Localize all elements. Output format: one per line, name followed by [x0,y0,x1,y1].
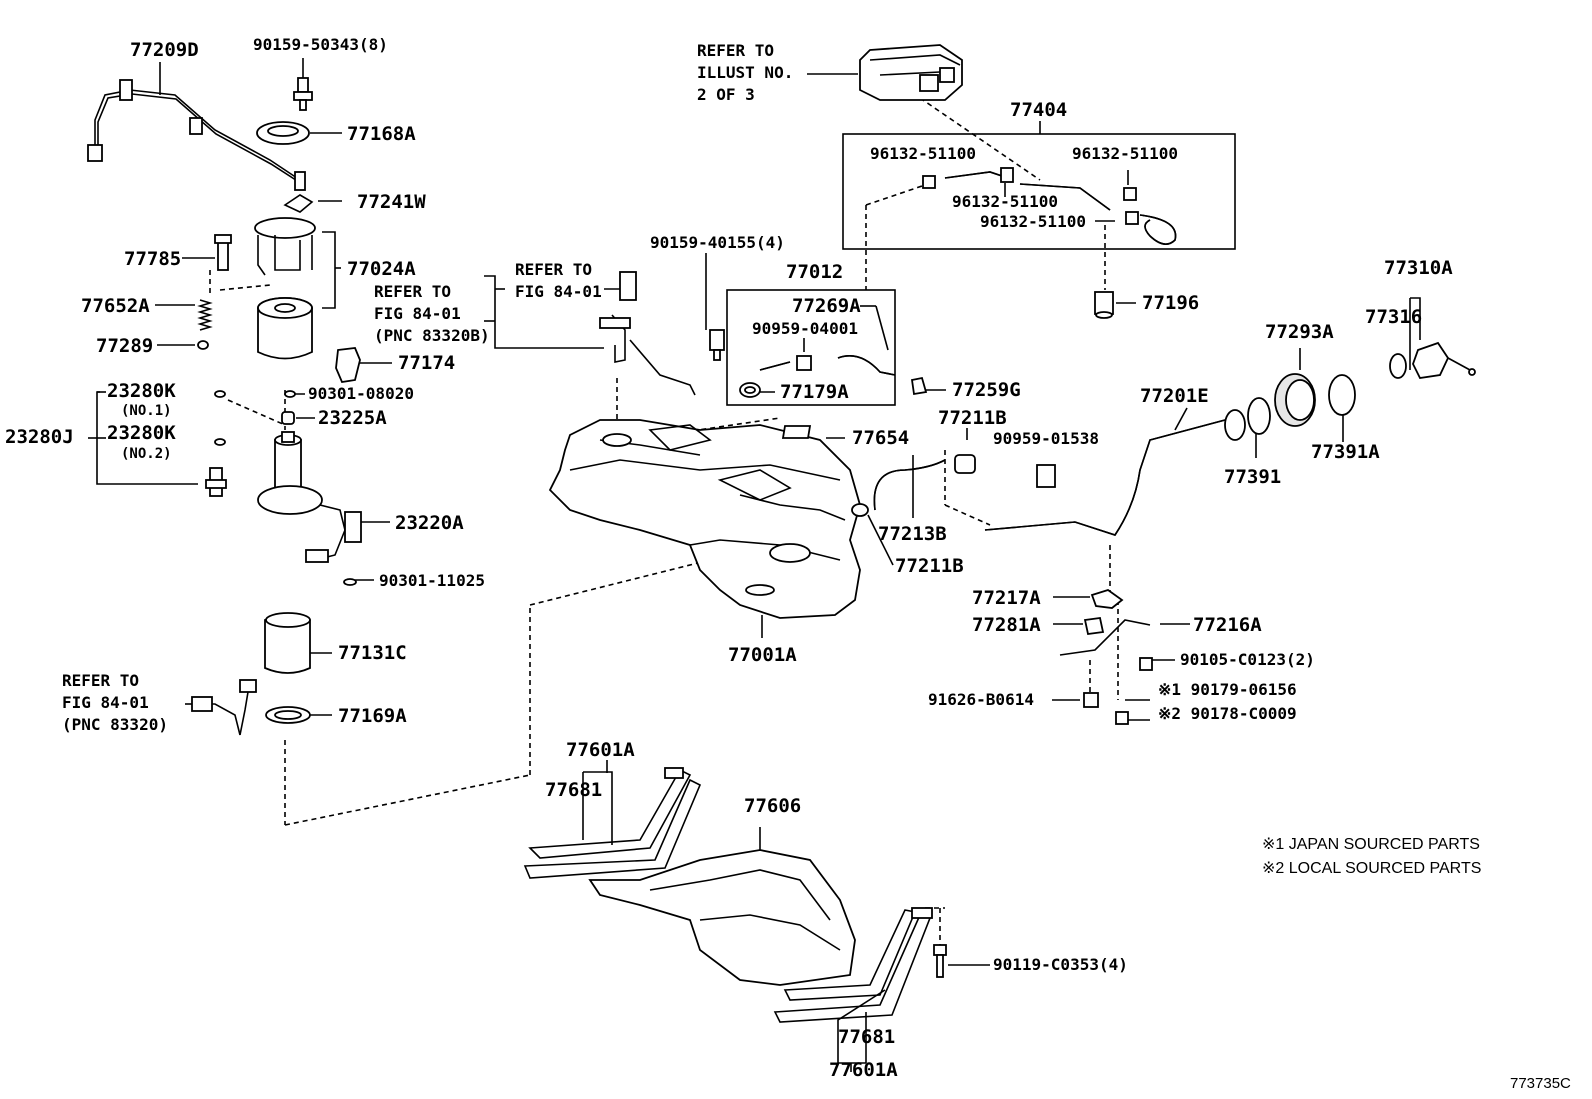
part-label: 96132-51100 [980,212,1086,231]
part-label: 77316 [1365,306,1423,328]
part-label: 77259G [952,379,1021,401]
part-label: 77404 [1010,99,1068,121]
part-label: 77391 [1224,466,1282,488]
part-label: 77681 [545,779,603,801]
part-label: 77281A [972,614,1041,636]
part-shapes [87,44,1476,1023]
reference-note: REFER TO FIG 84-01 (PNC 83320) [62,671,168,734]
footnote: ※2 LOCAL SOURCED PARTS [1262,860,1482,877]
part-label: 77606 [744,795,802,817]
part-label: 77169A [338,705,407,727]
part-label: 90159-40155(4) [650,233,785,252]
footnote: ※1 JAPAN SOURCED PARTS [1262,836,1480,853]
part-label: 90159-50343(8) [253,35,388,54]
part-label: 77168A [347,123,416,145]
part-label: 96132-51100 [870,144,976,163]
part-label: 77012 [786,261,844,283]
part-label: 77289 [96,335,154,357]
part-label: 77024A [347,258,416,280]
part-label: 77785 [124,248,182,270]
part-label: 90301-08020 [308,384,414,403]
part-label: 77241W [357,191,426,213]
part-label: 77201E [1140,385,1209,407]
part-label: 96132-51100 [952,192,1058,211]
part-label: 77196 [1142,292,1200,314]
part-label: 77652A [81,295,150,317]
part-label: 77211B [895,555,964,577]
part-label: 23280J [5,426,74,448]
part-label: 77681 [838,1026,896,1048]
part-label: 77001A [728,644,797,666]
part-label: 77601A [566,739,635,761]
part-label: 90301-11025 [379,571,485,590]
part-label: ※2 90178-C0009 [1158,704,1297,723]
part-label: 91626-B0614 [928,690,1034,709]
reference-note: REFER TO FIG 84-01 (PNC 83320B) [374,282,490,345]
part-label: 23220A [395,512,464,534]
part-label: 90119-C0353(4) [993,955,1128,974]
part-label: 77179A [780,381,849,403]
part-label: 77654 [852,427,910,449]
part-label: 77310A [1384,257,1453,279]
part-label: 77601A [829,1059,898,1081]
part-label: 23280K [107,422,176,444]
part-label: 96132-51100 [1072,144,1178,163]
part-label: (NO.2) [121,446,172,462]
part-label: 23280K [107,380,176,402]
reference-note: REFER TO FIG 84-01 [515,260,602,301]
part-label: 77131C [338,642,407,664]
part-label: 90959-01538 [993,429,1099,448]
part-label: 90105-C0123(2) [1180,650,1315,669]
part-label: 77216A [1193,614,1262,636]
part-label: 77293A [1265,321,1334,343]
part-label: 77211B [938,407,1007,429]
part-label: 23225A [318,407,387,429]
part-label: 90959-04001 [752,319,858,338]
dashed-lines [209,97,1119,945]
part-label: ※1 90179-06156 [1158,680,1297,699]
part-label: (NO.1) [121,403,172,419]
illustration-code: 773735C [1510,1075,1571,1092]
part-label: 77391A [1311,441,1380,463]
part-label: 77213B [878,523,947,545]
part-label: 77269A [792,295,861,317]
part-label: 77209D [130,39,199,61]
part-label: 77217A [972,587,1041,609]
part-label: 77174 [398,352,456,374]
reference-note: REFER TO ILLUST NO. 2 OF 3 [697,41,794,104]
